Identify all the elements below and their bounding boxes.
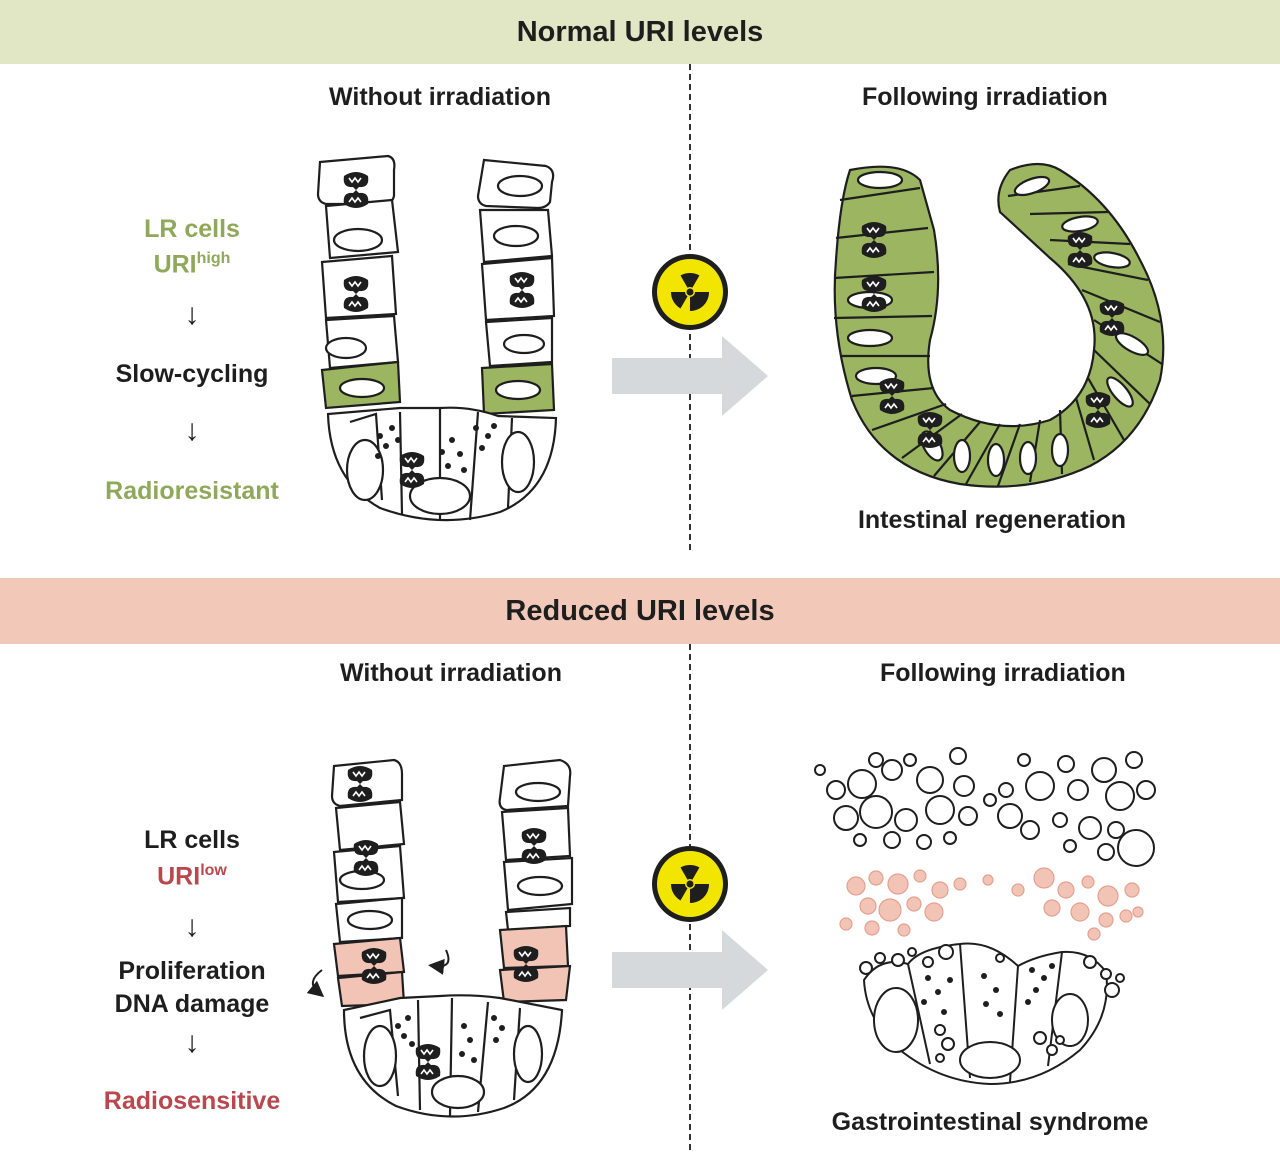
- bottom-divider: [689, 644, 691, 1150]
- top-uri-high: URIhigh: [92, 250, 292, 279]
- bottom-dna-damage: DNA damage: [114, 990, 270, 1018]
- reduced-crypt: [330, 758, 574, 1118]
- bottom-irradiation-label: Irradiation: [627, 954, 745, 981]
- top-slow-cycling: Slow-cycling: [115, 360, 269, 388]
- bottom-proliferation: Proliferation: [118, 957, 266, 985]
- intestinal-regeneration-label: Intestinal regeneration: [857, 506, 1127, 534]
- bottom-lr-cells: LR cells: [144, 826, 240, 854]
- top-irradiation-label: Irradiation: [627, 361, 745, 388]
- gastrointestinal-syndrome-label: Gastrointestinal syndrome: [831, 1108, 1149, 1136]
- bottom-right-heading: Following irradiation: [880, 659, 1126, 687]
- bottom-left-heading: Without irradiation: [340, 659, 562, 687]
- bottom-uri-main: URI: [157, 862, 201, 891]
- bottom-uri-low: URIlow: [92, 862, 292, 891]
- top-radioresistant: Radioresistant: [105, 477, 279, 505]
- bottom-radiosensitive: Radiosensitive: [103, 1087, 281, 1115]
- top-uri-main: URI: [153, 250, 197, 279]
- top-divider: [689, 64, 691, 550]
- reduced-uri-title: Reduced URI levels: [505, 594, 775, 627]
- top-arrow-2: ↓: [184, 414, 200, 447]
- damaged-crypt: [814, 747, 1156, 1086]
- normal-crypt: [316, 154, 558, 522]
- top-right-heading: Following irradiation: [862, 83, 1108, 111]
- top-uri-sup: high: [196, 250, 231, 267]
- top-left-heading: Without irradiation: [329, 83, 551, 111]
- bottom-uri-sup: low: [200, 862, 227, 879]
- regenerated-crypt: [833, 162, 1165, 488]
- normal-uri-title: Normal URI levels: [516, 15, 764, 48]
- bottom-arrow-1: ↓: [184, 910, 200, 943]
- top-arrow-1: ↓: [184, 298, 200, 331]
- reduced-uri-banner: Reduced URI levels: [0, 578, 1280, 644]
- cycle-arrow-icon: [428, 949, 450, 975]
- bottom-arrow-2: ↓: [184, 1026, 200, 1059]
- top-lr-cells: LR cells: [144, 215, 240, 243]
- cycle-arrow-icon: [306, 969, 325, 998]
- normal-uri-banner: Normal URI levels: [0, 0, 1280, 64]
